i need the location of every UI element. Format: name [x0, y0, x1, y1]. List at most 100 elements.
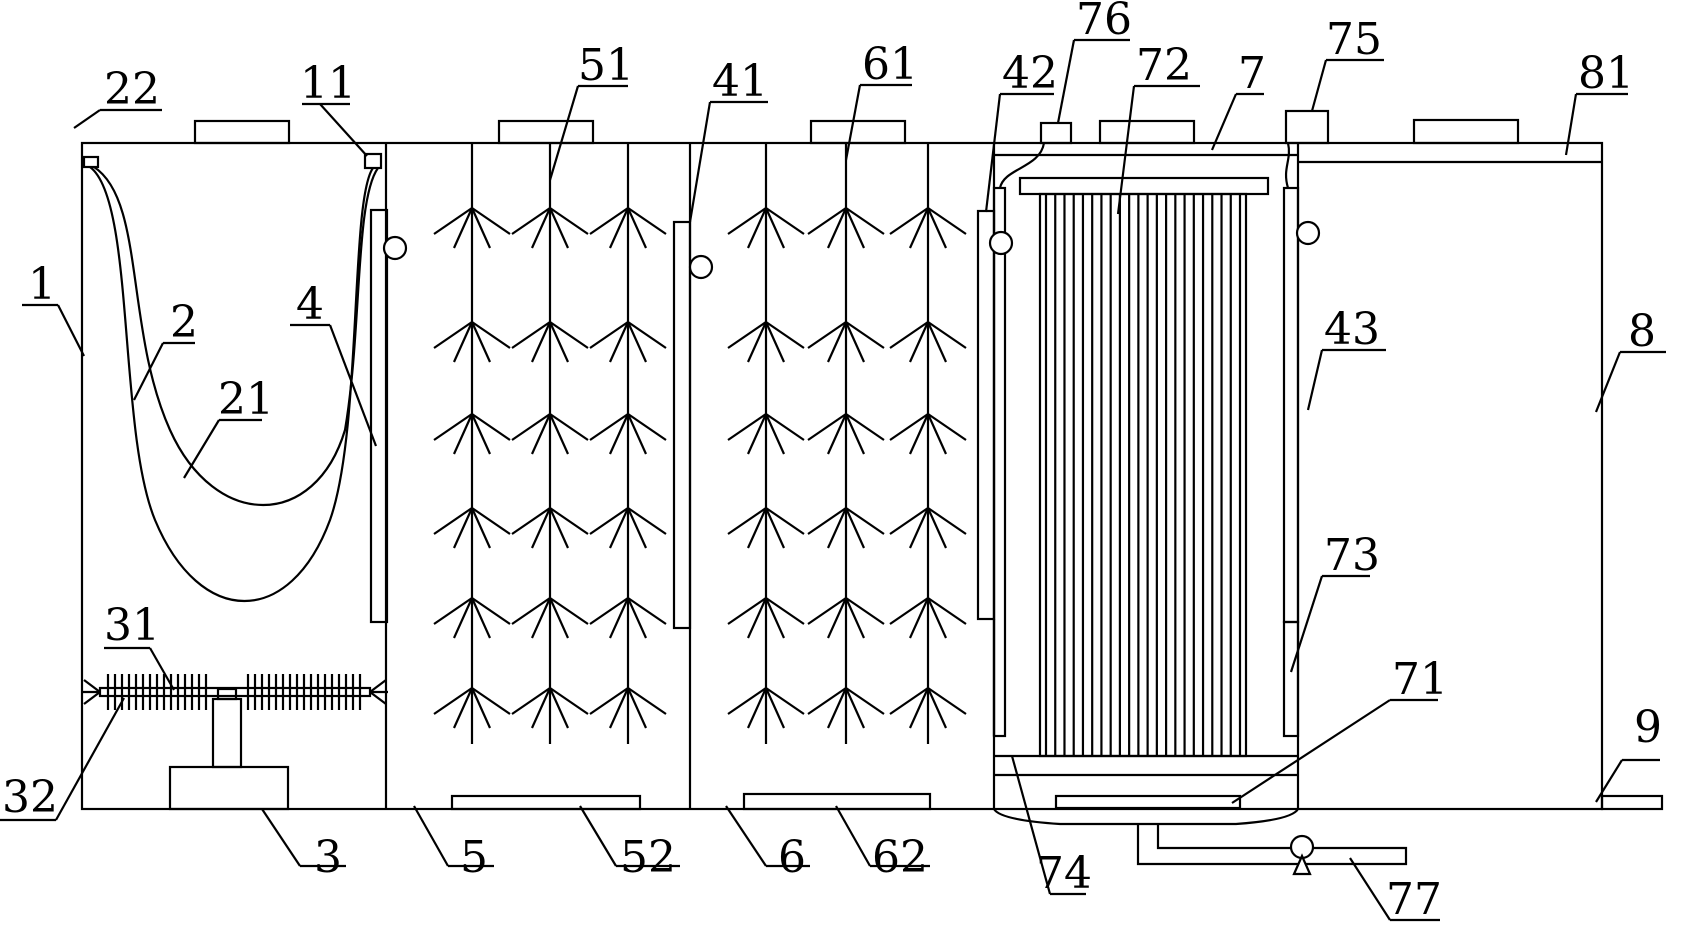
label-81: 81: [1578, 48, 1634, 99]
label-73: 73: [1324, 530, 1380, 581]
port-76: [1039, 121, 1073, 145]
drain-pipe-77: [1136, 824, 1408, 876]
media-tuft-2-1-4: [727, 507, 805, 549]
label-74: 74: [1036, 848, 1092, 899]
brush-end-tuft-2: [369, 679, 388, 705]
media-tuft-2-1-5: [727, 597, 805, 639]
part-labels: 1 2 3 4 5 6 7 8 9 11 21 22 31 32 41 42 4…: [2, 0, 1662, 925]
leader-lines: [0, 38, 1666, 922]
aerator-71: [1054, 794, 1242, 810]
tank-7-internals: [976, 142, 1321, 826]
sludge-hopper: [993, 808, 1299, 826]
media-tuft-2-3-1: [889, 207, 967, 249]
label-76: 76: [1076, 0, 1132, 45]
label-9: 9: [1634, 702, 1662, 753]
media-tuft-2-2-1: [807, 207, 885, 249]
membrane-module-72: [1038, 192, 1248, 758]
label-6: 6: [778, 832, 806, 883]
label-52: 52: [620, 832, 676, 883]
label-72: 72: [1136, 40, 1192, 91]
baffle-43: [1282, 186, 1300, 624]
label-51: 51: [578, 40, 634, 91]
label-75: 75: [1326, 14, 1382, 65]
port-75: [1284, 109, 1330, 145]
media-tuft-2-1-2: [727, 321, 805, 363]
cover-tank-8: [1412, 118, 1520, 145]
media-tuft-2-3-5: [889, 597, 967, 639]
media-tuft-1-2-5: [511, 597, 589, 639]
label-42: 42: [1002, 48, 1058, 99]
label-32: 32: [2, 772, 58, 823]
outlet-pipe-73: [1282, 620, 1300, 738]
media-tuft-1-2-2: [511, 321, 589, 363]
cover-tank-1: [193, 119, 291, 145]
float-ball-42: [988, 230, 1014, 256]
media-tuft-2-2-6: [807, 687, 885, 729]
media-tuft-1-1-6: [433, 687, 511, 729]
media-tuft-2-3-2: [889, 321, 967, 363]
media-tuft-1-2-4: [511, 507, 589, 549]
biofilm-media: [433, 143, 967, 744]
media-tuft-2-3-4: [889, 507, 967, 549]
cover-tank-7: [1098, 119, 1196, 145]
bracket-22: [82, 155, 100, 169]
baffle-42: [976, 209, 996, 621]
outlet-pipe-9: [1600, 794, 1664, 811]
cover-tank-6: [809, 119, 907, 145]
media-tuft-2-1-3: [727, 413, 805, 455]
label-1: 1: [28, 259, 56, 310]
label-3: 3: [314, 832, 342, 883]
brush-end-tuft-1: [82, 679, 101, 705]
media-tuft-1-1-4: [433, 507, 511, 549]
label-43: 43: [1324, 304, 1380, 355]
top-covers: [193, 109, 1520, 145]
float-ball-41: [688, 254, 714, 280]
media-tuft-1-3-5: [589, 597, 667, 639]
label-62: 62: [872, 832, 928, 883]
label-21: 21: [218, 374, 274, 425]
label-2: 2: [170, 297, 198, 348]
bracket-11: [363, 152, 383, 170]
label-61: 61: [862, 39, 918, 90]
tank-1-internals: [82, 152, 408, 624]
label-5: 5: [460, 832, 488, 883]
media-tuft-2-2-5: [807, 597, 885, 639]
tube-75: [1284, 142, 1291, 189]
cover-tank-5: [497, 119, 595, 145]
label-4: 4: [296, 279, 324, 330]
media-tuft-2-3-6: [889, 687, 967, 729]
baffle-41: [672, 220, 692, 630]
media-tuft-1-3-6: [589, 687, 667, 729]
filter-bag-outer-2: [89, 166, 374, 603]
brush-hub: [216, 687, 238, 701]
media-tuft-2-2-4: [807, 507, 885, 549]
pump-base: [1292, 853, 1312, 876]
membrane-fibers: [1044, 194, 1242, 756]
media-tuft-1-1-2: [433, 321, 511, 363]
label-41: 41: [712, 56, 768, 107]
label-7: 7: [1238, 48, 1266, 99]
membrane-header: [1018, 176, 1270, 196]
float-ball-43: [1295, 220, 1321, 246]
media-tuft-1-2-6: [511, 687, 589, 729]
media-tuft-2-2-3: [807, 413, 885, 455]
label-31: 31: [104, 600, 160, 651]
float-ball-4: [382, 235, 408, 261]
motor-3: [168, 765, 290, 811]
media-tuft-1-3-1: [589, 207, 667, 249]
rotating-brush-assembly: [82, 674, 388, 811]
inlet-pipe-74: [992, 186, 1007, 738]
media-tuft-1-1-5: [433, 597, 511, 639]
media-tuft-1-1-3: [433, 413, 511, 455]
label-8: 8: [1628, 306, 1656, 357]
brush-bristles-31: [82, 674, 388, 710]
media-tuft-1-3-2: [589, 321, 667, 363]
media-tuft-2-2-2: [807, 321, 885, 363]
media-tuft-1-3-4: [589, 507, 667, 549]
label-11: 11: [300, 58, 356, 109]
drive-shaft: [211, 697, 243, 769]
label-77: 77: [1386, 874, 1442, 925]
media-tuft-1-2-1: [511, 207, 589, 249]
